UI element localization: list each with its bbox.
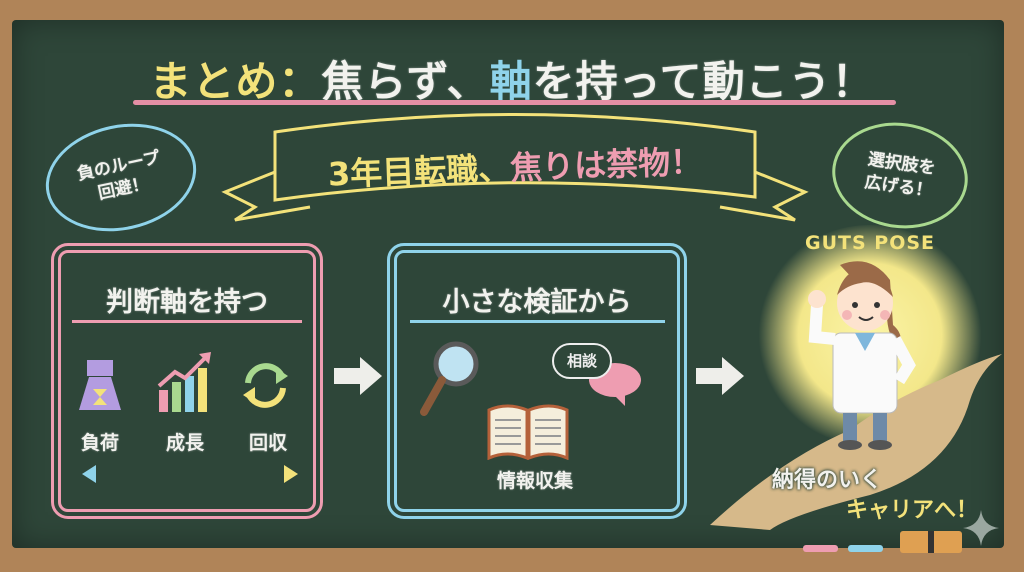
banner-part: 焦りは禁物！ (509, 142, 703, 188)
growth-chart-icon (157, 352, 211, 412)
info-gathering-label: 情報収集 (496, 470, 573, 492)
title-part: を持って動こう！ (532, 57, 875, 106)
banner-part: 3年目転職、 (327, 149, 511, 194)
divider (72, 320, 302, 323)
cycle-icon (243, 363, 288, 408)
item-label-load: 負荷 (80, 432, 119, 454)
weight-icon (79, 360, 121, 410)
title-part: まとめ： (149, 57, 322, 106)
sparkle-icon (963, 510, 999, 546)
title-part: 軸 (489, 57, 533, 106)
box2-title: 小さな検証から (442, 287, 632, 318)
consult-text: 相談 (566, 352, 597, 370)
page-title: まとめ：焦らず、軸を持って動こう！ (0, 48, 1024, 109)
eraser (900, 531, 962, 553)
blue-chalk (848, 545, 883, 552)
title-underline (133, 100, 896, 105)
double-arrow (82, 465, 298, 483)
guts-pose-label: GUTS POSE (804, 232, 936, 254)
box1-title: 判断軸を持つ (106, 287, 268, 318)
consult-bubble: 相談 (552, 343, 612, 379)
scientist-character (808, 261, 916, 450)
goal-text-line2: キャリアへ！ (846, 498, 979, 523)
book-icon (487, 404, 569, 460)
title-part: 焦らず、 (321, 57, 490, 106)
magnifier-icon (420, 341, 479, 416)
item-label-growth: 成長 (165, 432, 204, 454)
divider (410, 320, 665, 323)
item-label-recovery: 回収 (248, 432, 287, 454)
goal-text-line1: 納得のいく (772, 468, 883, 493)
ribbon-banner (221, 113, 809, 222)
pink-chalk (803, 545, 838, 552)
arrow-right-icon (334, 357, 382, 395)
judgment-axis-box (51, 243, 323, 519)
arrow-right-icon (696, 357, 744, 395)
small-validation-box (387, 243, 687, 519)
